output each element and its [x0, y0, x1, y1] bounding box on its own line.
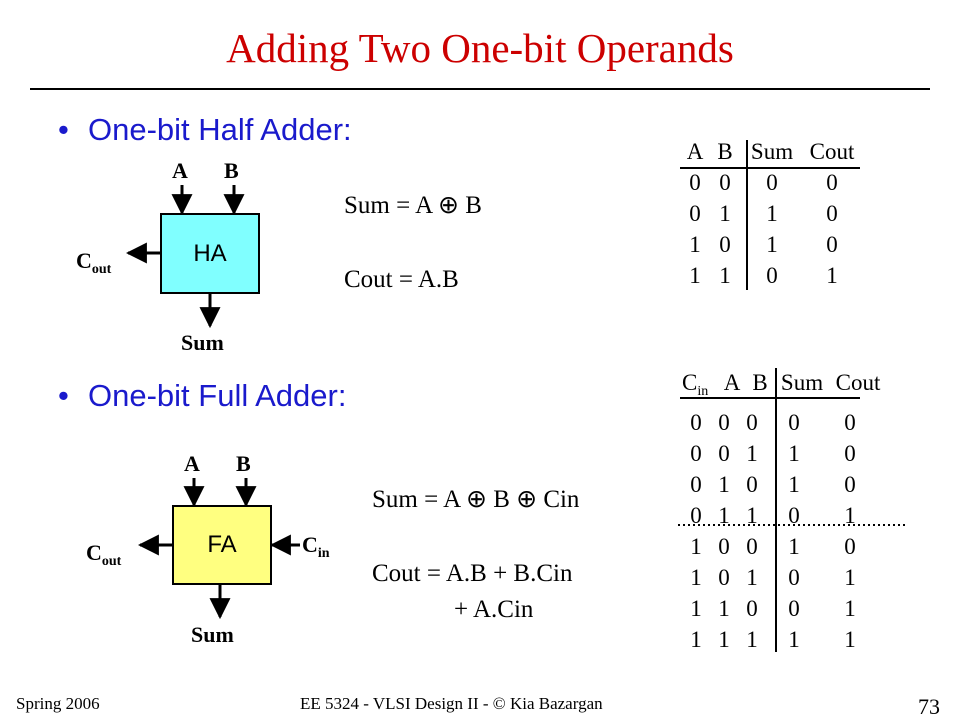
- table-cell: 1: [844, 627, 856, 652]
- fa-label-b: B: [236, 451, 251, 476]
- page-number: 73: [918, 694, 940, 719]
- table-cell: 0: [788, 565, 800, 590]
- table-cell: 0: [788, 596, 800, 621]
- table-cell: 1: [690, 534, 702, 559]
- ha-cout-equation: Cout = A.B: [344, 266, 459, 293]
- ha-block-label: HA: [193, 239, 227, 267]
- table-cell: 0: [788, 503, 800, 528]
- table-cell: 0: [690, 503, 702, 528]
- table-cell: 1: [746, 565, 758, 590]
- ha-sum-equation: Sum = A ⊕ B: [344, 192, 482, 219]
- table-header-row: A B Sum Cout: [686, 139, 855, 164]
- table-header-row: Cin A B Sum Cout: [682, 370, 881, 399]
- half-adder-bullet: • One-bit Half Adder:: [58, 112, 352, 148]
- ha-sum-label: Sum: [181, 330, 224, 355]
- table-cell: 0: [844, 472, 856, 497]
- table-cell: 1: [718, 503, 730, 528]
- ha-label-b: B: [224, 158, 239, 183]
- fa-sum-label: Sum: [191, 622, 234, 647]
- table-cell: 1: [690, 596, 702, 621]
- fa-cout-equation-cont: + A.Cin: [454, 596, 534, 623]
- table-cell: 0: [746, 596, 758, 621]
- table-cell: 1: [788, 627, 800, 652]
- table-cell: 1: [690, 565, 702, 590]
- table-cell: 0: [718, 534, 730, 559]
- table-cell: 0: [844, 534, 856, 559]
- ha-label-a: A: [172, 158, 188, 183]
- table-cell: 1: [746, 441, 758, 466]
- table-row: 1 0 1 0: [689, 232, 838, 257]
- table-cell: 1: [788, 441, 800, 466]
- bullet-dot-icon: •: [58, 112, 69, 147]
- table-cell: 1: [718, 472, 730, 497]
- full-adder-bullet: • One-bit Full Adder:: [58, 378, 346, 414]
- full-adder-block: FA: [172, 505, 272, 585]
- title-divider: [30, 88, 930, 90]
- table-cell: 0: [718, 410, 730, 435]
- table-row: 0 0 0 0: [689, 170, 838, 195]
- table-row: 1 1 0 1: [689, 263, 838, 288]
- table-cell: 0: [844, 410, 856, 435]
- fa-cout-equation: Cout = A.B + B.Cin: [372, 560, 573, 587]
- table-cell: 0: [746, 410, 758, 435]
- fa-cout-label: Cout: [86, 540, 122, 569]
- table-cell: 1: [844, 596, 856, 621]
- table-cell: 0: [718, 441, 730, 466]
- fa-sum-equation: Sum = A ⊕ B ⊕ Cin: [372, 486, 580, 513]
- table-cell: 1: [746, 627, 758, 652]
- table-cell: 1: [844, 503, 856, 528]
- table-cell: 0: [690, 441, 702, 466]
- half-adder-block: HA: [160, 213, 260, 294]
- half-adder-heading: One-bit Half Adder:: [88, 112, 352, 147]
- table-cell: 1: [718, 596, 730, 621]
- table-cell: 0: [788, 410, 800, 435]
- fa-label-a: A: [184, 451, 200, 476]
- ha-cout-label: Cout: [76, 248, 112, 277]
- fa-block-label: FA: [207, 531, 237, 558]
- table-cell: 1: [718, 627, 730, 652]
- table-cell: 0: [844, 441, 856, 466]
- footer-date: Spring 2006: [16, 694, 100, 713]
- ha-truth-table: A B Sum Cout 0 0 0 0 0 1 1 0 1 0 1 0 1 1…: [680, 136, 860, 291]
- table-cell: 1: [788, 472, 800, 497]
- table-cell: 1: [844, 565, 856, 590]
- table-cell: 0: [690, 410, 702, 435]
- table-cell: 1: [690, 627, 702, 652]
- slide-title: Adding Two One-bit Operands: [226, 25, 734, 71]
- table-cell: 1: [746, 503, 758, 528]
- fa-cin-label: Cin: [302, 532, 330, 561]
- footer-course: EE 5324 - VLSI Design II - © Kia Bazarga…: [300, 694, 603, 713]
- full-adder-heading: One-bit Full Adder:: [88, 378, 347, 413]
- table-cell: 1: [788, 534, 800, 559]
- table-cell: 0: [746, 472, 758, 497]
- table-cell: 0: [718, 565, 730, 590]
- table-cell: 0: [690, 472, 702, 497]
- table-cell: 0: [746, 534, 758, 559]
- table-row: 0 1 1 0: [689, 201, 838, 226]
- bullet-dot-icon: •: [58, 378, 69, 413]
